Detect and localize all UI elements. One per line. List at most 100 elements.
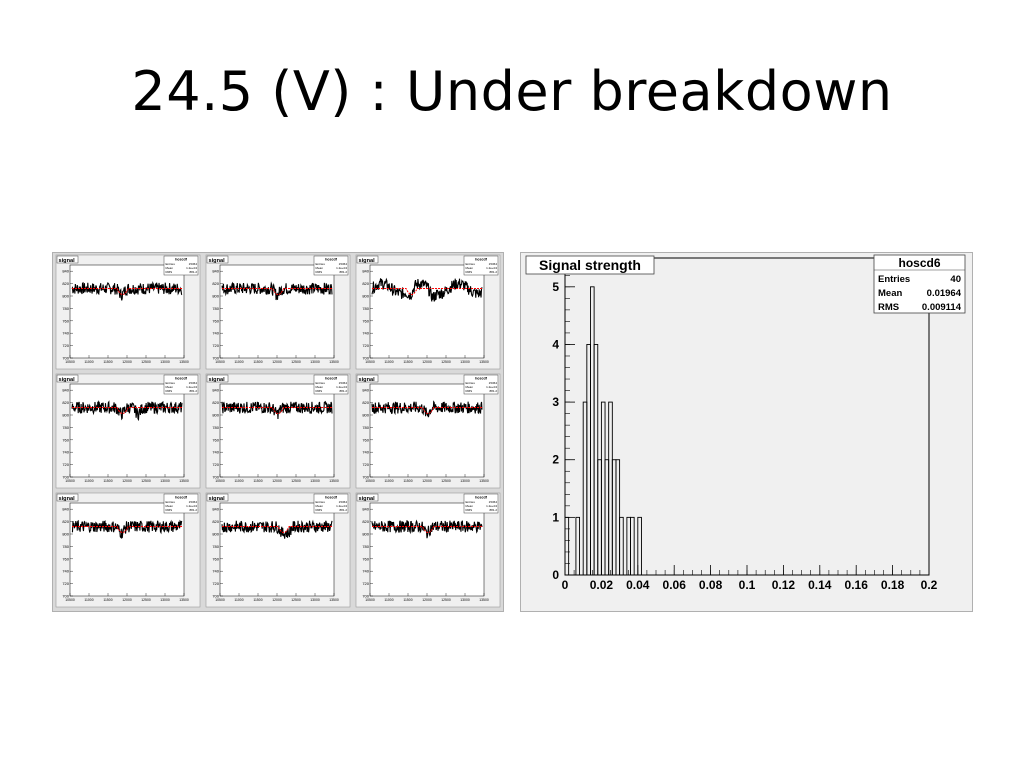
stats-label: RMS (466, 270, 473, 274)
signal-trace (71, 280, 183, 301)
y-tick-label: 3 (552, 395, 559, 409)
stats-label: Entries (466, 381, 476, 385)
x-tick-label: 12000 (422, 598, 432, 602)
y-tick-label: 720 (362, 581, 369, 586)
y-tick-label: 760 (62, 556, 69, 561)
hist-plot-area (564, 257, 930, 576)
stats-label: Entries (166, 262, 176, 266)
y-tick-label: 740 (212, 569, 219, 574)
y-tick-label: 800 (212, 413, 219, 418)
stats-value: 1.2e+04 (336, 266, 347, 270)
x-tick-label: 12000 (272, 598, 282, 602)
stats-label: RMS (466, 389, 473, 393)
plot-area (69, 264, 185, 359)
y-tick-label: 740 (62, 569, 69, 574)
x-tick-label: 0.12 (772, 578, 796, 592)
hist-stats-label: Entries (878, 274, 910, 285)
x-tick-label: 11000 (84, 598, 93, 602)
panel-title-box (206, 493, 229, 502)
stats-label: RMS (166, 270, 173, 274)
stats-box-name: hoscdf (325, 377, 338, 381)
y-tick-label: 760 (212, 556, 219, 561)
stats-value: 1.2e+04 (186, 266, 197, 270)
y-tick-label: 780 (212, 306, 219, 311)
x-tick-label: 12000 (122, 360, 132, 364)
stats-box (313, 374, 349, 395)
stats-value: 1.2e+04 (486, 266, 497, 270)
y-tick-label: 840 (62, 388, 69, 393)
stats-value: 881.2 (339, 270, 347, 274)
plot-area (369, 383, 485, 478)
x-tick-label: 13000 (160, 598, 170, 602)
stats-label: Entries (316, 381, 326, 385)
fit-line (222, 526, 332, 534)
x-tick-label: 10500 (215, 360, 225, 364)
x-tick-label: 0.18 (881, 578, 905, 592)
hist-stats-value: 0.009114 (922, 302, 962, 313)
y-tick-label: 760 (212, 437, 219, 442)
stats-label: Mean (316, 266, 324, 270)
y-tick-label: 740 (212, 450, 219, 455)
y-tick-label: 840 (62, 507, 69, 512)
hist-bar (575, 516, 581, 576)
y-tick-label: 780 (62, 425, 69, 430)
x-tick-label: 12000 (122, 479, 132, 483)
stats-label: Entries (316, 500, 326, 504)
hist-stats-name: hoscd6 (898, 256, 940, 270)
x-tick-label: 12000 (272, 360, 282, 364)
y-tick-label: 820 (212, 281, 219, 286)
y-tick-label: 840 (362, 507, 369, 512)
y-tick-label: 780 (212, 544, 219, 549)
x-tick-label: 12500 (441, 479, 451, 483)
y-tick-label: 700 (62, 594, 69, 599)
stats-value: 15364 (189, 262, 198, 266)
x-tick-label: 13500 (329, 598, 339, 602)
hist-stats-value: 0.01964 (927, 288, 962, 299)
panel-title: signal (59, 496, 76, 502)
y-tick-label: 740 (62, 450, 69, 455)
stats-box-name: hoscdf (175, 496, 188, 500)
stats-value: 1.2e+04 (336, 504, 347, 508)
x-tick-label: 11000 (234, 598, 243, 602)
fit-line (372, 407, 482, 415)
stats-label: Entries (166, 500, 176, 504)
x-tick-label: 11000 (234, 479, 243, 483)
fit-line (372, 288, 482, 296)
stats-value: 15364 (189, 500, 198, 504)
y-tick-label: 4 (552, 337, 559, 351)
y-tick-label: 820 (362, 281, 369, 286)
stats-label: RMS (166, 389, 173, 393)
y-tick-label: 800 (362, 413, 369, 418)
stats-value: 15364 (489, 381, 498, 385)
panel-title: signal (359, 496, 376, 502)
hist-bar (630, 516, 635, 576)
y-tick-label: 840 (212, 507, 219, 512)
y-tick-label: 820 (212, 400, 219, 405)
y-tick-label: 0 (552, 568, 559, 582)
y-tick-label: 840 (62, 269, 69, 274)
panel-title-box (206, 255, 229, 264)
x-tick-label: 10500 (365, 360, 375, 364)
panel-title-box (356, 255, 379, 264)
hist-stats-label: Mean (878, 288, 902, 299)
signal-trace (221, 400, 333, 420)
y-tick-label: 720 (362, 343, 369, 348)
stats-box (463, 374, 499, 395)
y-tick-label: 840 (362, 388, 369, 393)
plot-area (219, 383, 335, 478)
fit-line (72, 407, 182, 415)
x-tick-label: 12000 (122, 598, 132, 602)
y-tick-label: 700 (362, 356, 369, 361)
slide-title: 24.5 (V) : Under breakdown (131, 60, 893, 123)
x-tick-label: 13000 (160, 479, 170, 483)
stats-label: Mean (316, 385, 324, 389)
x-tick-label: 12500 (441, 360, 451, 364)
plot-area (369, 502, 485, 597)
y-tick-label: 820 (62, 281, 69, 286)
y-tick-label: 700 (362, 475, 369, 480)
x-tick-label: 10500 (365, 598, 375, 602)
y-tick-label: 800 (362, 294, 369, 299)
x-tick-label: 13500 (179, 360, 189, 364)
